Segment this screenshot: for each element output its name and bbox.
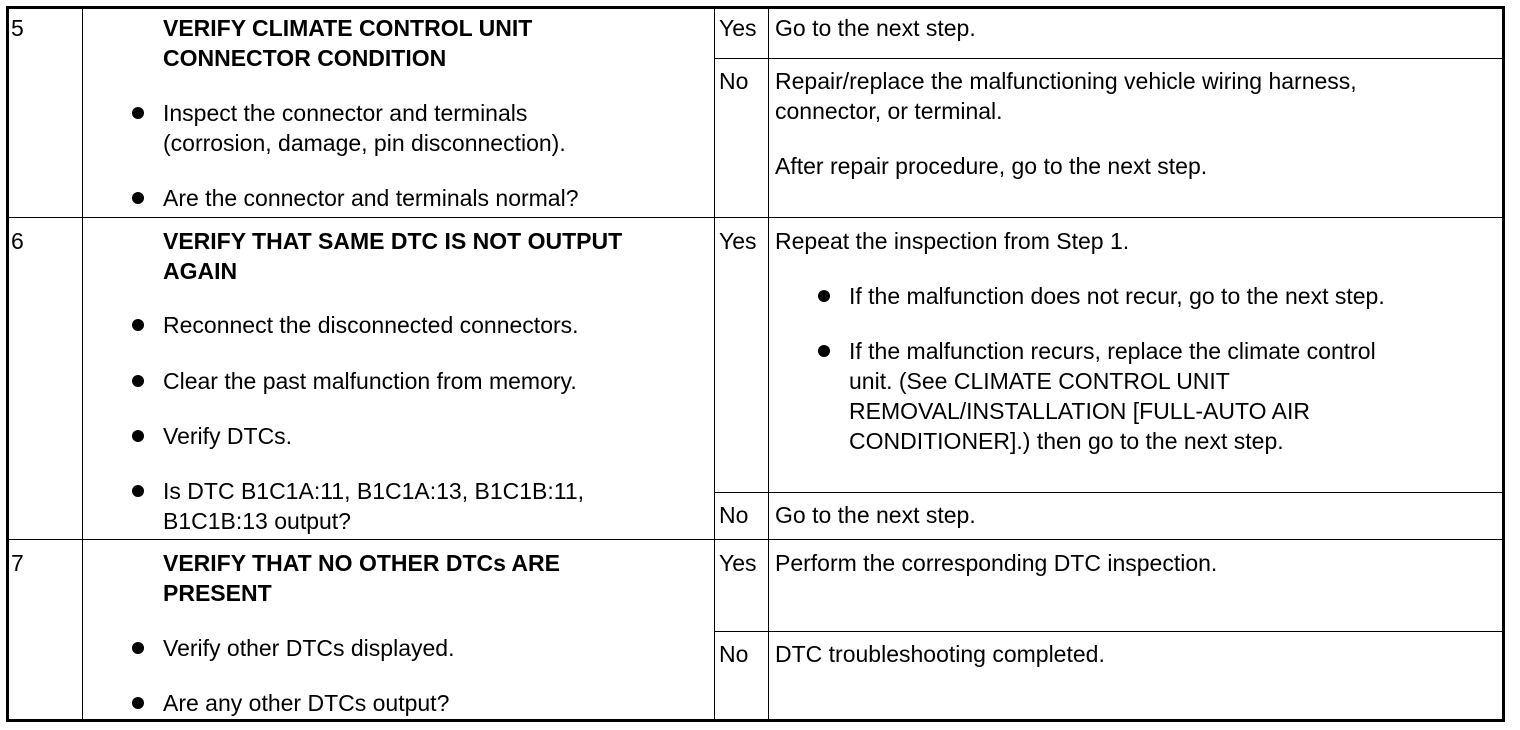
step-title: VERIFY CLIMATE CONTROL UNIT	[163, 15, 533, 41]
bullet-icon	[132, 375, 144, 387]
yes-bullet-text: REMOVAL/INSTALLATION [FULL-AUTO AIR	[849, 398, 1310, 424]
step-bullet-text: Inspect the connector and terminals	[163, 100, 528, 126]
step-number: 5	[11, 15, 24, 41]
troubleshooting-table	[6, 6, 1505, 722]
yes-label: Yes	[719, 550, 757, 576]
no-label: No	[719, 641, 749, 667]
bullet-icon	[818, 345, 830, 357]
bullet-icon	[132, 430, 144, 442]
bullet-icon	[818, 290, 830, 302]
step-title: PRESENT	[163, 580, 272, 606]
step-title: VERIFY THAT NO OTHER DTCs ARE	[163, 550, 560, 576]
step-bullet-text: Reconnect the disconnected connectors.	[163, 312, 579, 338]
yes-bullet-text: If the malfunction recurs, replace the c…	[849, 338, 1376, 364]
no-action: After repair procedure, go to the next s…	[775, 153, 1208, 179]
step-number: 7	[11, 550, 24, 576]
yes-action: Perform the corresponding DTC inspection…	[775, 550, 1218, 576]
yes-label: Yes	[719, 15, 757, 41]
step-bullet-text: B1C1B:13 output?	[163, 508, 351, 534]
step-bullet-text: Clear the past malfunction from memory.	[163, 368, 577, 394]
bullet-icon	[132, 485, 144, 497]
column-divider	[768, 9, 769, 719]
yes-bullet-text: unit. (See CLIMATE CONTROL UNIT	[849, 368, 1230, 394]
column-divider	[82, 9, 83, 719]
yes-bullet-text: If the malfunction does not recur, go to…	[849, 283, 1385, 309]
no-label: No	[719, 68, 749, 94]
no-label: No	[719, 502, 749, 528]
yes-action: Repeat the inspection from Step 1.	[775, 228, 1130, 254]
bullet-icon	[132, 107, 144, 119]
row-divider	[9, 217, 1502, 218]
step-bullet-text: Verify other DTCs displayed.	[163, 635, 455, 661]
yes-label: Yes	[719, 228, 757, 254]
no-action: Go to the next step.	[775, 502, 976, 528]
row-divider	[9, 539, 1502, 540]
column-divider	[714, 9, 715, 719]
bullet-icon	[132, 192, 144, 204]
step-bullet-text: Verify DTCs.	[163, 423, 293, 449]
no-action: DTC troubleshooting completed.	[775, 641, 1105, 667]
answer-divider	[714, 492, 1502, 493]
step-title: VERIFY THAT SAME DTC IS NOT OUTPUT	[163, 228, 623, 254]
bullet-icon	[132, 697, 144, 709]
step-bullet-text: Is DTC B1C1A:11, B1C1A:13, B1C1B:11,	[163, 478, 585, 504]
step-bullet-text: (corrosion, damage, pin disconnection).	[163, 130, 566, 156]
step-title: AGAIN	[163, 258, 238, 284]
step-number: 6	[11, 228, 24, 254]
bullet-icon	[132, 319, 144, 331]
yes-bullet-text: CONDITIONER].) then go to the next step.	[849, 428, 1284, 454]
no-action: Repair/replace the malfunctioning vehicl…	[775, 68, 1357, 94]
bullet-icon	[132, 642, 144, 654]
step-bullet-text: Are the connector and terminals normal?	[163, 185, 579, 211]
answer-divider	[714, 58, 1502, 59]
no-action: connector, or terminal.	[775, 98, 1003, 124]
step-title: CONNECTOR CONDITION	[163, 45, 447, 71]
step-bullet-text: Are any other DTCs output?	[163, 690, 450, 716]
yes-action: Go to the next step.	[775, 15, 976, 41]
answer-divider	[714, 631, 1502, 632]
